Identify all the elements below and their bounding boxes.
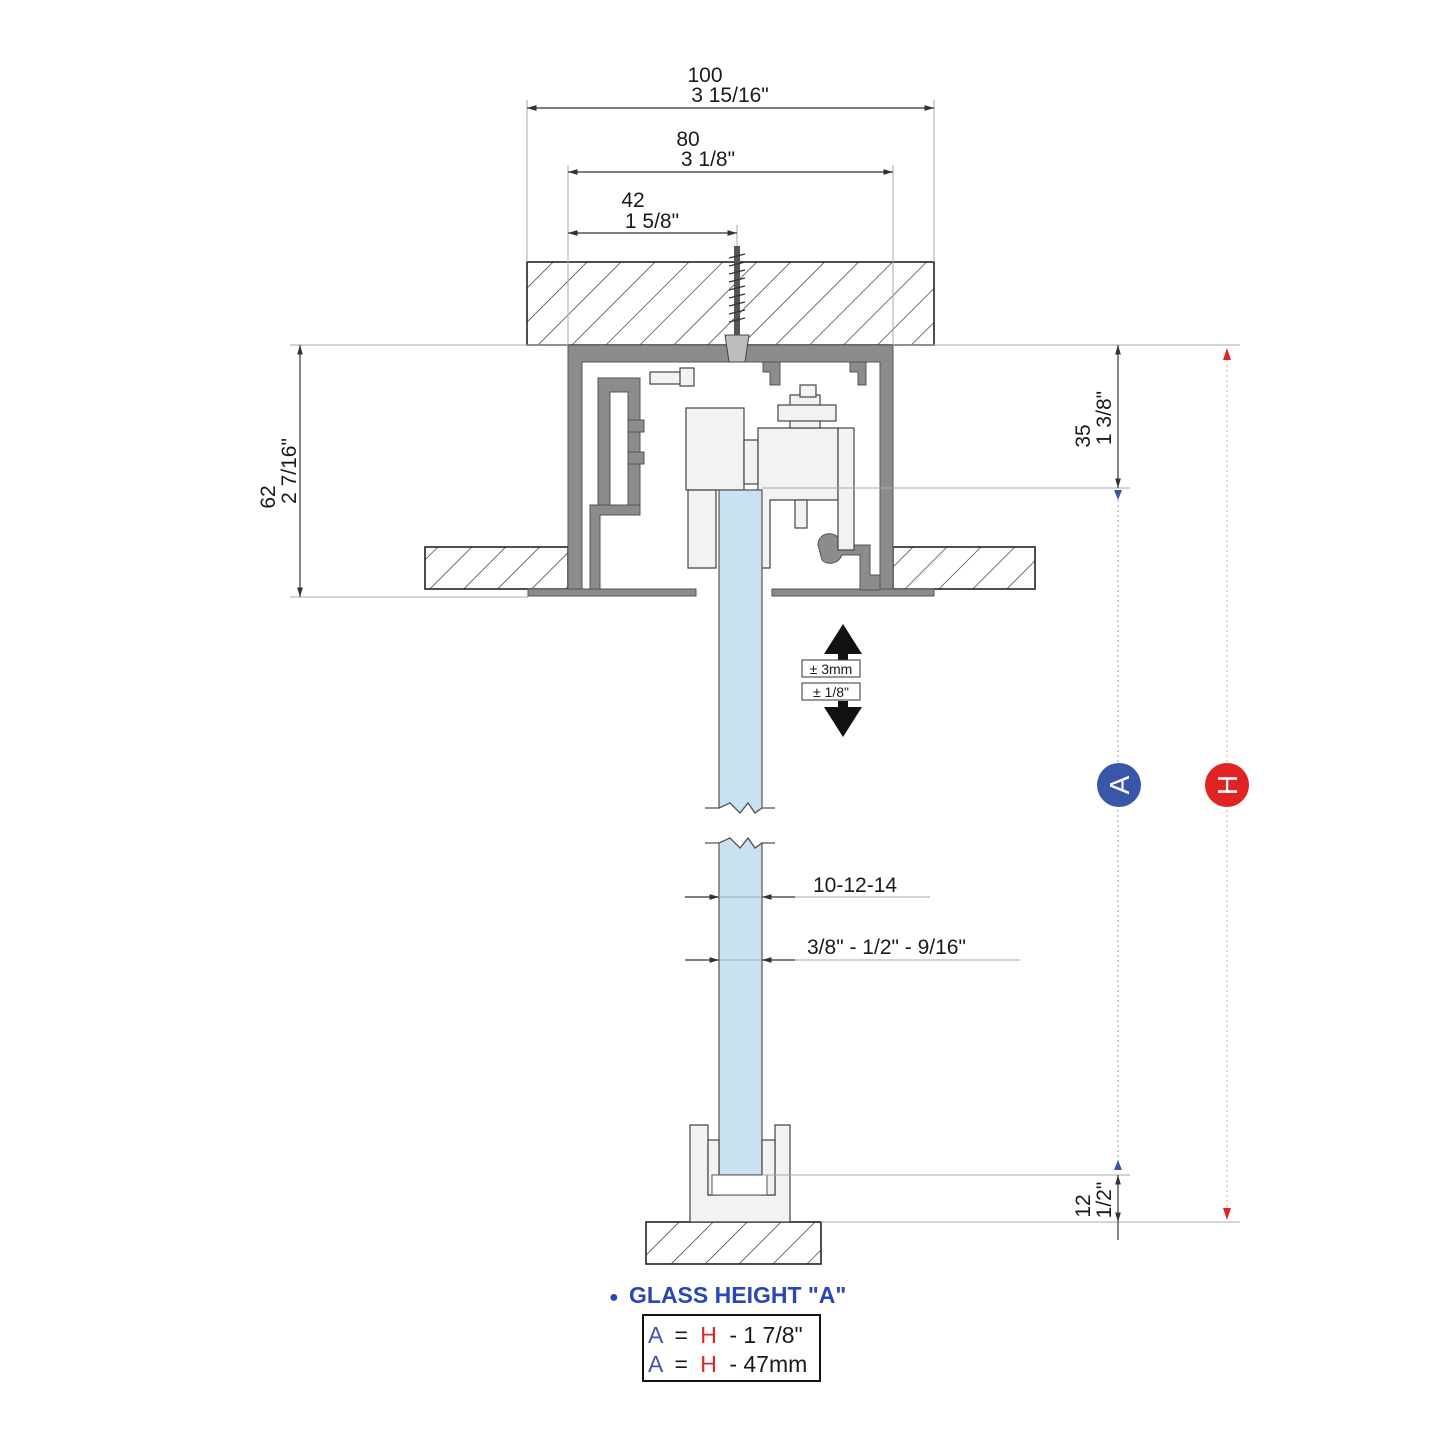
dim-floor-gap-inch: 1/2" bbox=[1093, 1182, 1116, 1219]
marker-a-letter: A bbox=[1104, 775, 1135, 794]
formula-row-2-eq: = bbox=[674, 1351, 687, 1377]
marker-h: H bbox=[1205, 763, 1249, 807]
dim-floor-gap-mm: 12 bbox=[1072, 1194, 1095, 1217]
formula-row-1-rest: - 1 7/8" bbox=[729, 1322, 802, 1348]
floor-guide bbox=[689, 1124, 791, 1223]
formula-box bbox=[642, 1314, 821, 1382]
dim-track-mm: 80 bbox=[676, 128, 699, 151]
dim-total-inch: 3 15/16" bbox=[691, 84, 769, 107]
formula-row-1-a: A bbox=[648, 1322, 664, 1348]
dim-glass-top-mm: 35 bbox=[1072, 424, 1095, 447]
floor-block bbox=[645, 1221, 822, 1265]
ceiling-trim-right bbox=[892, 546, 1036, 590]
marker-a: A bbox=[1097, 763, 1141, 807]
height-adjust-arrow-icon bbox=[801, 624, 862, 737]
track-profile bbox=[527, 344, 935, 597]
dim-offset-inch: 1 5/8" bbox=[625, 210, 679, 233]
adjust-inch-label: ± 1/8" bbox=[813, 684, 849, 700]
adjust-mm-label: ± 3mm bbox=[810, 661, 853, 677]
formula-row-2-rest: - 47mm bbox=[729, 1351, 807, 1377]
dim-total-mm: 100 bbox=[687, 64, 722, 87]
dim-offset-mm: 42 bbox=[621, 189, 644, 212]
ceiling-trim-left bbox=[424, 546, 569, 590]
dimension-lines bbox=[297, 105, 1231, 1240]
formula-row-1-eq: = bbox=[674, 1322, 687, 1348]
ceiling-block bbox=[526, 261, 935, 346]
dim-height-mm: 62 bbox=[257, 485, 280, 508]
formula-row-2-h: H bbox=[700, 1351, 717, 1377]
dim-track-inch: 3 1/8" bbox=[681, 148, 735, 171]
dim-glass-top-inch: 1 3/8" bbox=[1093, 391, 1116, 445]
dim-glass-thickness-inch: 3/8" - 1/2" - 9/16" bbox=[807, 936, 966, 959]
formula-row-2-a: A bbox=[648, 1351, 664, 1377]
glass-panel bbox=[705, 489, 775, 1176]
screw-icon bbox=[724, 246, 750, 363]
formula-row-1-h: H bbox=[700, 1322, 717, 1348]
marker-h-letter: H bbox=[1212, 775, 1243, 795]
formula-bullet: ● bbox=[609, 1289, 619, 1306]
extension-lines bbox=[290, 100, 1240, 1223]
trolley-assembly bbox=[649, 367, 855, 569]
formula-row-2: A = H - 47mm bbox=[648, 1351, 807, 1377]
formula-title: GLASS HEIGHT "A" bbox=[629, 1282, 846, 1308]
formula-row-1: A = H - 1 7/8" bbox=[648, 1322, 803, 1348]
dim-glass-thickness-mm: 10-12-14 bbox=[813, 874, 897, 897]
dim-height-inch: 2 7/16" bbox=[278, 438, 301, 504]
